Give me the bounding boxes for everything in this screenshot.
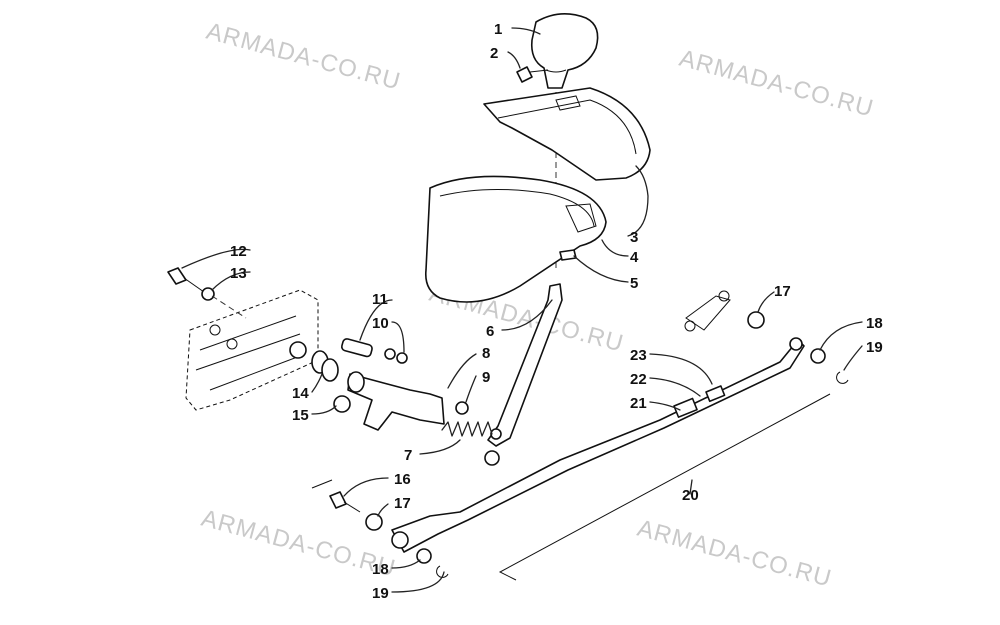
shift-shaft [347, 371, 445, 431]
callout-22: 22 [630, 371, 647, 388]
bracket-washer [201, 287, 215, 301]
callout-12: 12 [230, 243, 247, 260]
watermark: ARMADA-CO.RU [676, 45, 876, 123]
e-clip [836, 371, 849, 384]
callout-1: 1 [494, 21, 502, 38]
knob-screw [516, 66, 549, 83]
callout-19: 19 [372, 585, 389, 602]
retainer-clip [559, 249, 577, 261]
leader-lines [181, 27, 863, 593]
pin-washer [384, 348, 396, 360]
rod-assembly-bracket [498, 393, 831, 581]
callout-6: 6 [486, 323, 494, 340]
callout-3: 3 [630, 229, 638, 246]
callout-23: 23 [630, 347, 647, 364]
callout-8: 8 [482, 345, 490, 362]
bracket-bolt [167, 267, 205, 293]
callout-15: 15 [292, 407, 309, 424]
shift-rod [391, 337, 805, 553]
return-spring [441, 421, 493, 437]
transmission-arm [684, 290, 731, 332]
watermark: ARMADA-CO.RU [634, 515, 834, 593]
rod-assembly-bracket [311, 479, 333, 489]
lower-shift-cover [424, 175, 607, 303]
callout-16: 16 [394, 471, 411, 488]
callout-19: 19 [866, 339, 883, 356]
e-clip [436, 565, 449, 578]
lever-nut [455, 401, 469, 415]
callout-10: 10 [372, 315, 389, 332]
callout-18: 18 [372, 561, 389, 578]
frame-bracket [185, 289, 319, 411]
shaft-bushing [333, 395, 351, 413]
callout-17: 17 [774, 283, 791, 300]
callout-21: 21 [630, 395, 647, 412]
callout-2: 2 [490, 45, 498, 62]
callout-14: 14 [292, 385, 309, 402]
rod-washer [810, 348, 826, 364]
callout-7: 7 [404, 447, 412, 464]
shift-knob [530, 13, 599, 89]
o-ring [321, 358, 339, 382]
bolt-axis [211, 295, 247, 319]
pin-washer [396, 352, 408, 364]
callout-20: 20 [682, 487, 699, 504]
callout-4: 4 [630, 249, 639, 266]
callout-13: 13 [230, 265, 247, 282]
callout-labels: 1 2 3 4 5 6 7 8 9 10 11 12 13 14 15 16 1… [230, 21, 883, 602]
shift-lever [484, 283, 563, 466]
callout-18: 18 [866, 315, 883, 332]
callout-17: 17 [394, 495, 411, 512]
watermark: ARMADA-CO.RU [203, 18, 403, 96]
callout-11: 11 [372, 291, 388, 308]
callout-5: 5 [630, 275, 638, 292]
rod-bushing [365, 513, 383, 531]
callout-9: 9 [482, 369, 490, 386]
rod-washer [416, 548, 432, 564]
upper-shift-cover [483, 87, 651, 181]
pivot-pin [340, 338, 373, 358]
rod-bushing [747, 311, 765, 329]
ball-joint-stud [329, 491, 361, 513]
